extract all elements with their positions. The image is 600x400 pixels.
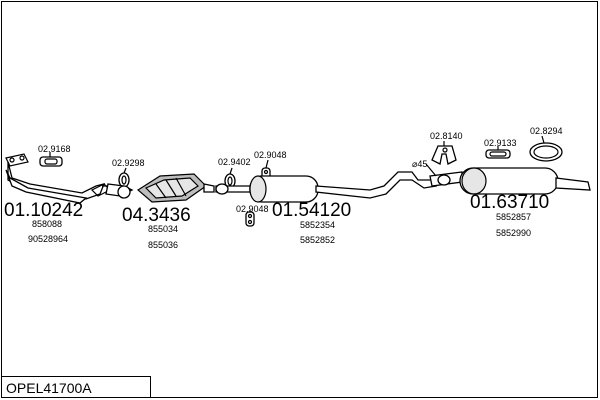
pipe-diameter-label: ⌀45	[412, 159, 427, 169]
rear-silencer-drawing	[429, 167, 591, 195]
oem-number-middle-silencer-2: 5852852	[300, 235, 335, 245]
gasket-02-9168-drawing	[39, 156, 63, 167]
part-number-catalytic-converter: 04.3436	[122, 205, 191, 226]
oem-number-middle-silencer-1: 5852354	[300, 220, 335, 230]
accessory-label-02-9298: 02.9298	[112, 158, 145, 168]
oem-number-front-pipe-1: 858088	[32, 219, 62, 229]
catalytic-converter-drawing	[105, 173, 215, 203]
part-number-middle-silencer: 01.54120	[272, 200, 351, 221]
accessory-label-02-8140: 02.8140	[430, 131, 463, 141]
accessory-label-02-8294: 02.8294	[530, 126, 563, 136]
model-code-box: OPEL41700A	[1, 376, 151, 398]
accessory-label-02-9133: 02.9133	[484, 138, 517, 148]
oem-number-catalytic-converter-1: 855034	[148, 224, 178, 234]
rubber-mount-02-9048-lower-drawing	[245, 211, 255, 227]
hanger-02-8140-drawing	[431, 145, 457, 165]
front-pipe-drawing	[5, 153, 119, 204]
accessory-label-02-9048-lower: 02.9048	[236, 204, 269, 214]
part-number-front-pipe: 01.10242	[4, 200, 83, 221]
accessory-label-02-9048-upper: 02.9048	[254, 150, 287, 160]
oem-number-rear-silencer-1: 5852857	[496, 212, 531, 222]
oem-number-rear-silencer-2: 5852990	[496, 228, 531, 238]
clamp-02-9298-drawing	[118, 172, 130, 188]
oem-number-front-pipe-2: 90528964	[28, 234, 68, 244]
part-number-rear-silencer: 01.63710	[470, 192, 549, 213]
middle-silencer-drawing	[215, 171, 438, 203]
accessory-label-02-9168: 02.9168	[38, 144, 71, 154]
oem-number-catalytic-converter-2: 855036	[148, 240, 178, 250]
model-code-label: OPEL41700A	[6, 380, 92, 396]
rubber-02-9133-drawing	[485, 149, 511, 159]
clamp-02-9402-drawing	[224, 173, 236, 189]
ring-02-8294-drawing	[529, 142, 563, 162]
leader-lines	[49, 135, 545, 212]
accessory-label-02-9402: 02.9402	[218, 157, 251, 167]
